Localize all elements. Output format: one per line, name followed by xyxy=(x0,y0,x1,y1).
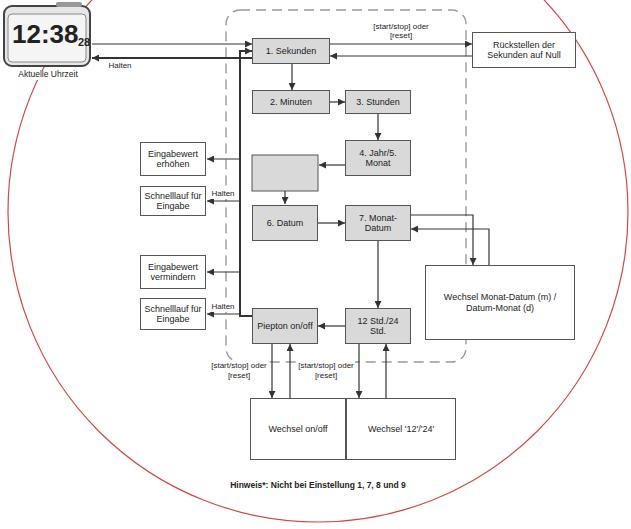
footnote: Hinweis*: Nicht bei Einstellung 1, 7, 8 … xyxy=(229,480,407,490)
watch-caption: Aktuelle Uhrzeit xyxy=(4,70,92,80)
empty-process-box xyxy=(252,155,318,191)
flow-connector xyxy=(358,344,359,398)
branch-arrow xyxy=(207,272,240,273)
hold-label: Halten xyxy=(210,302,235,312)
box-label: Wechsel on/off xyxy=(268,424,327,434)
process-box: 2. Minuten xyxy=(252,90,330,114)
box-label: Piepton on/off xyxy=(257,321,312,331)
box-label: Schnelllauf für Eingabe xyxy=(144,304,202,325)
process-box: Piepton on/off xyxy=(252,308,318,344)
edge-label: Halten xyxy=(107,61,132,71)
watch-button xyxy=(56,2,82,7)
watch-body xyxy=(4,6,90,66)
flow-arrow xyxy=(319,164,345,165)
seconds-digits: 28 xyxy=(78,36,90,49)
watch-display: 12:3828Aktuelle Uhrzeit xyxy=(4,4,92,88)
action-box: Wechsel Monat-Datum (m) / Datum-Monat (d… xyxy=(425,265,575,340)
action-box: Schnelllauf für Eingabe xyxy=(140,298,206,330)
action-box: Eingabewert erhöhen xyxy=(140,142,206,176)
box-label: 3. Stunden xyxy=(356,97,400,107)
flow-connector xyxy=(411,229,489,265)
branch-arrow xyxy=(207,314,240,315)
action-box: Rückstellen der Sekunden auf Null xyxy=(472,32,576,68)
box-label: Eingabewert erhöhen xyxy=(144,149,202,170)
flow-connector xyxy=(289,344,290,398)
box-label: 4. Jahr/5. Monat xyxy=(349,148,407,169)
process-box: 12 Std./24 Std. xyxy=(345,308,411,344)
flow-connector xyxy=(330,43,472,44)
flow-connector xyxy=(330,55,472,56)
box-label: Rückstellen der Sekunden auf Null xyxy=(476,40,572,61)
box-label: 6. Datum xyxy=(267,218,304,228)
process-box: 6. Datum xyxy=(252,205,318,241)
flow-arrow xyxy=(284,191,285,204)
edge-label: [start/stop] oder [reset] xyxy=(297,361,355,380)
red-circle-outline xyxy=(8,0,628,522)
action-box: Schnelllauf für Eingabe xyxy=(140,186,206,216)
branch-arrow xyxy=(207,201,240,202)
box-label: 7. Monat-Datum xyxy=(349,213,407,234)
process-box: 7. Monat-Datum xyxy=(345,205,411,241)
box-label: Wechsel '12'/'24' xyxy=(368,424,434,434)
flow-connector xyxy=(385,344,386,398)
edge-label: [start/stop] oder [reset] xyxy=(210,361,268,380)
process-box: 4. Jahr/5. Monat xyxy=(345,140,411,176)
box-label: Schnelllauf für Eingabe xyxy=(144,191,202,212)
box-label: 12 Std./24 Std. xyxy=(349,316,407,337)
flow-connector xyxy=(377,241,378,308)
flow-connector xyxy=(92,57,252,59)
flow-connector xyxy=(271,344,272,398)
hold-label: Halten xyxy=(210,189,235,199)
flow-connector xyxy=(411,215,473,265)
edge-label: [start/stop] oder [reset] xyxy=(372,22,430,41)
flow-connector xyxy=(318,325,345,326)
box-label: Eingabewert vermindern xyxy=(144,262,202,283)
branch-arrow xyxy=(207,159,240,160)
watch-display xyxy=(8,14,86,62)
flow-connector xyxy=(377,114,378,140)
flow-connector xyxy=(330,101,345,102)
action-box: Eingabewert vermindern xyxy=(140,255,206,289)
flow-connector xyxy=(291,64,292,90)
flow-connector xyxy=(318,222,345,223)
box-label: 1. Sekunden xyxy=(266,46,317,56)
box-label: Wechsel Monat-Datum (m) / Datum-Monat (d… xyxy=(429,292,571,313)
time-digits: 12:38 xyxy=(12,20,79,50)
box-label: 2. Minuten xyxy=(270,97,312,107)
process-box: 3. Stunden xyxy=(345,90,411,114)
action-box: Wechsel '12'/'24' xyxy=(346,398,456,460)
action-box: Wechsel on/off xyxy=(250,398,346,460)
flow-connector xyxy=(240,51,252,316)
process-box: 1. Sekunden xyxy=(252,38,330,64)
flow-connector xyxy=(92,43,252,44)
